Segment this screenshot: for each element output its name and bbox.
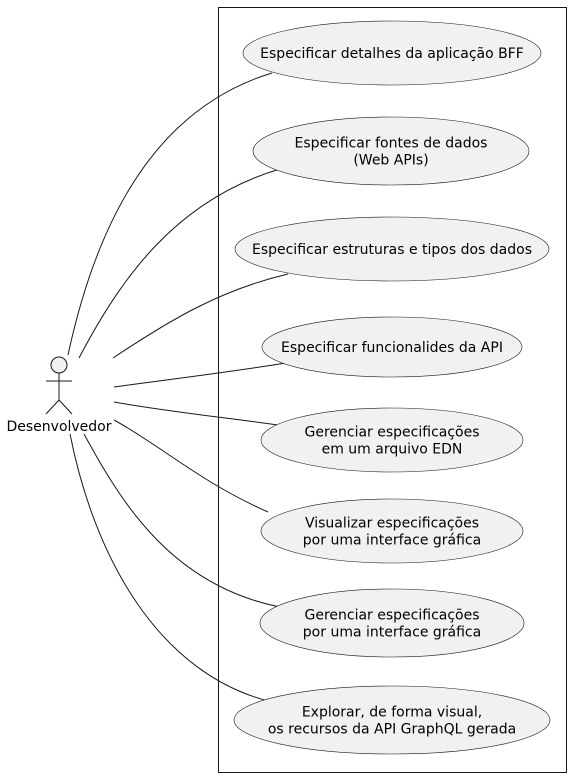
use-case-ellipse <box>260 407 524 473</box>
actor-right-leg <box>58 399 73 415</box>
association-line-6 <box>113 419 269 513</box>
association-line-7 <box>83 433 281 608</box>
association-line-5 <box>113 401 286 427</box>
association-line-4 <box>113 362 287 388</box>
use-case-label-line: por uma interface gráfica <box>303 625 481 641</box>
use-cases: Especificar detalhes da aplicação BFF Esp… <box>233 20 551 755</box>
use-case-4: Especificar funcionalides da API <box>261 316 523 378</box>
use-case-label-line: por uma interface gráfica <box>303 533 481 549</box>
use-case-3: Especificar estruturas e tipos dos dados <box>234 216 550 282</box>
use-case-label-line: Especificar detalhes da aplicação BFF <box>260 46 524 62</box>
use-case-label-line: Explorar, de forma visual, <box>302 705 482 721</box>
association-line-1 <box>67 72 273 356</box>
use-case-8: Explorar, de forma visual,os recursos da… <box>233 685 551 755</box>
actor-left-leg <box>45 399 60 415</box>
association-line-3 <box>112 273 289 359</box>
association-line-8 <box>69 433 273 703</box>
use-case-1: Especificar detalhes da aplicação BFF <box>242 20 542 86</box>
use-case-label-line: Especificar funcionalides da API <box>281 340 503 356</box>
use-case-ellipse <box>234 216 550 282</box>
use-case-2: Especificar fontes de dados(Web APIs) <box>252 116 530 186</box>
use-case-label-line: Gerenciar especificações <box>304 608 479 624</box>
use-case-ellipse <box>242 20 542 86</box>
use-case-ellipse <box>252 116 530 186</box>
use-case-ellipse <box>233 685 551 755</box>
actor: Desenvolvedor <box>6 356 112 435</box>
use-case-label-line: Visualizar especificações <box>305 516 479 532</box>
use-case-ellipse <box>261 316 523 378</box>
associations <box>67 72 289 703</box>
association-line-2 <box>78 168 281 359</box>
use-case-label-line: Especificar estruturas e tipos dos dados <box>252 242 532 258</box>
use-case-label-line: Especificar fontes de dados <box>295 136 488 152</box>
use-case-label-line: os recursos da API GraphQL gerada <box>268 722 516 738</box>
use-case-label-line: em um arquivo EDN <box>322 442 463 458</box>
use-case-label-line: (Web APIs) <box>353 153 428 169</box>
use-case-ellipse <box>259 588 525 658</box>
actor-head <box>50 356 68 374</box>
use-case-ellipse <box>260 498 524 564</box>
use-case-label-line: Gerenciar especificações <box>304 425 479 441</box>
actor-name: Desenvolvedor <box>6 419 111 435</box>
